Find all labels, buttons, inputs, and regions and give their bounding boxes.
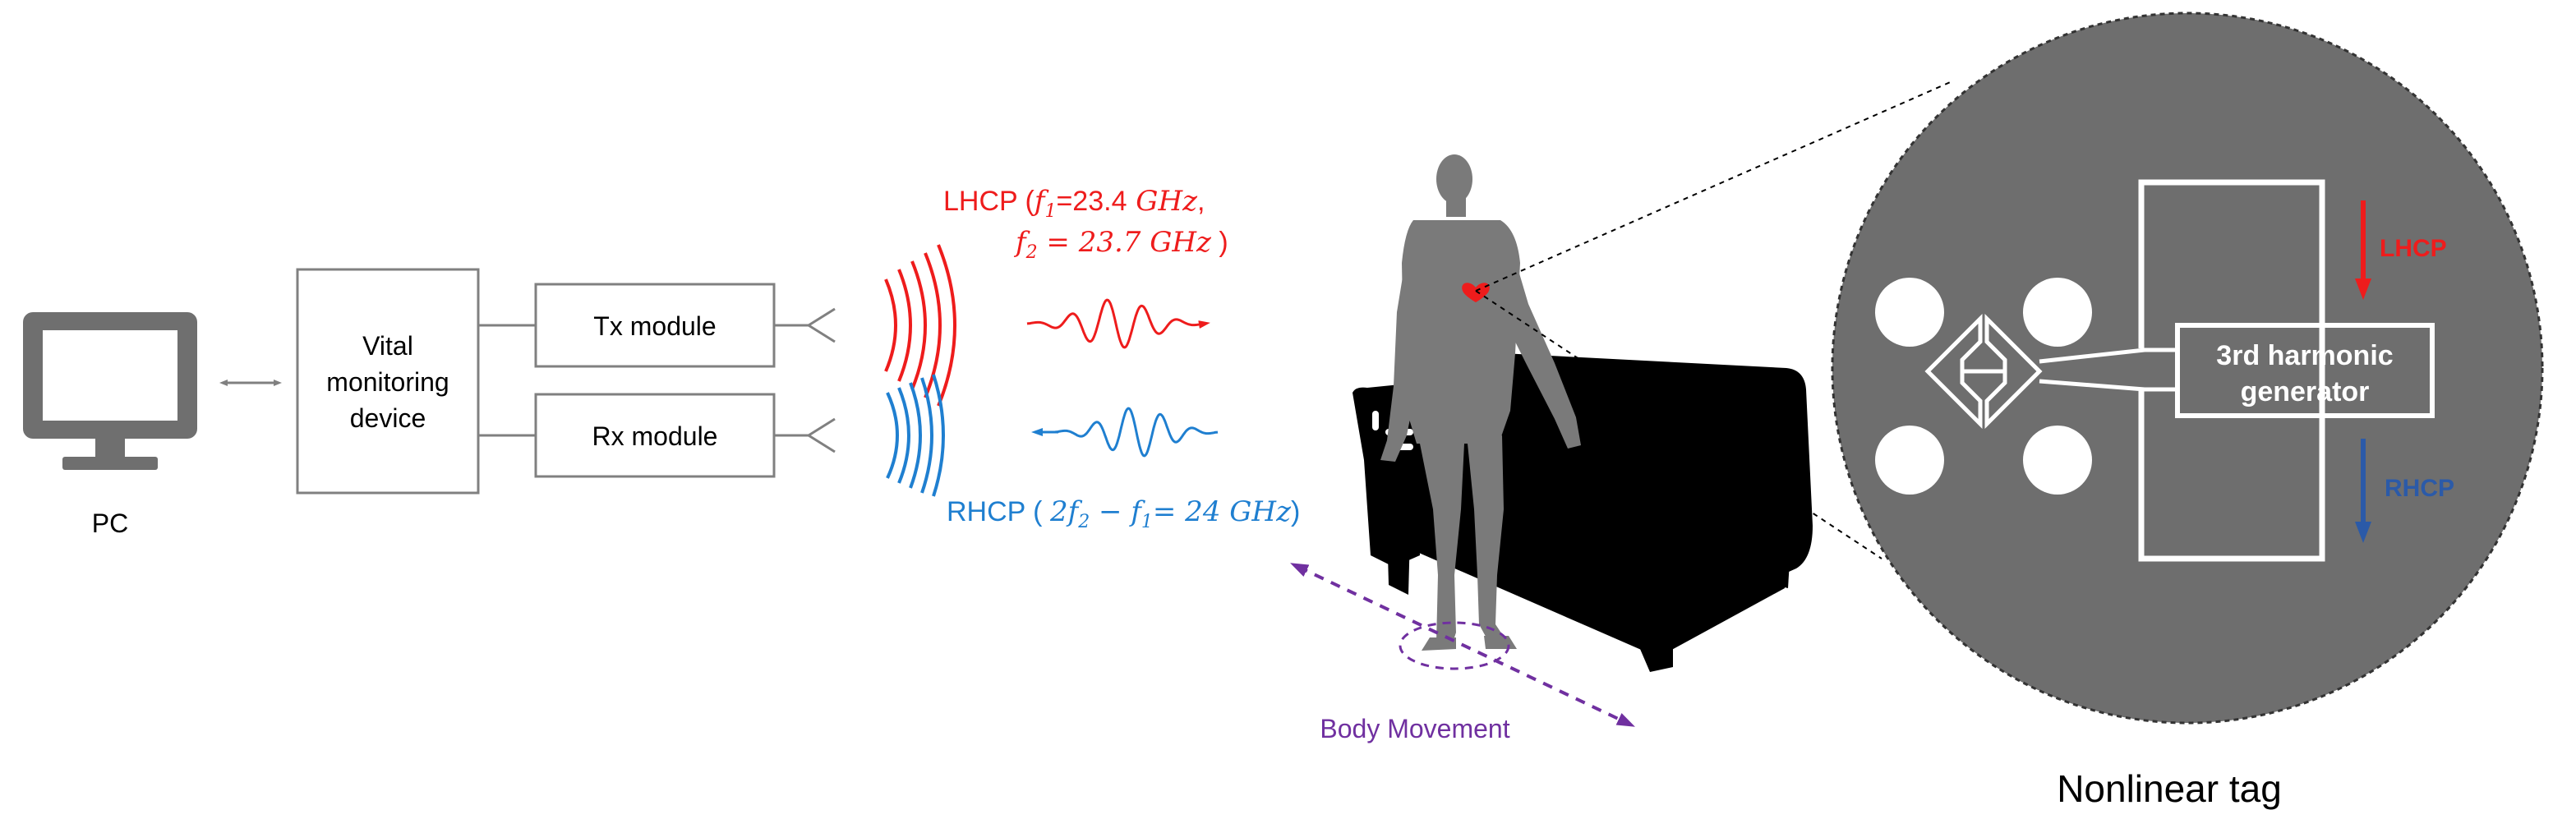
- pc-label: PC: [92, 509, 128, 538]
- rx-module-label: Rx module: [592, 421, 718, 451]
- tag-feed-lines: [2039, 347, 2179, 392]
- heart-icon: [1462, 283, 1490, 302]
- body-movement-label: Body Movement: [1320, 714, 1509, 743]
- rhcp-formula: RHCP ( 2f2 − f1= 24 GHz): [947, 495, 1300, 532]
- tx-antenna-icon: [774, 307, 836, 343]
- rx-module-box: [534, 393, 776, 478]
- third-harmonic-generator-box: [2175, 323, 2435, 418]
- device-label-line3: device: [350, 403, 426, 433]
- tag-rhcp-label: RHCP: [2385, 475, 2454, 502]
- vital-monitoring-device-box: [296, 268, 480, 495]
- body-movement-arrow: [1290, 563, 1635, 727]
- lhcp-formula-line1: LHCP (f1=23.4 GHz,: [943, 185, 1205, 222]
- lhcp-formula-line2: f2 = 23.7 GHz ): [1013, 226, 1228, 263]
- rhcp-wave-packet: [1054, 407, 1219, 458]
- tx-module-box: [534, 283, 776, 368]
- device-label-line1: Vital: [362, 331, 413, 361]
- lhcp-wave-packet: [1026, 298, 1210, 349]
- tag-patch-pads: [1875, 278, 2092, 495]
- device-label-line2: monitoring: [326, 367, 449, 397]
- rx-radiation-arcs: [886, 374, 945, 497]
- tx-module-label: Tx module: [593, 311, 716, 341]
- nonlinear-tag-zoom-circle: 3rd harmonic generator LHCP RHCP: [1831, 12, 2544, 725]
- pc-monitor-icon: [23, 312, 197, 470]
- tx-radiation-arcs: [884, 244, 956, 407]
- tag-loop-trace: [2138, 179, 2325, 562]
- zoom-line-top: [1475, 80, 1955, 292]
- generator-label-line1: 3rd harmonic: [2216, 340, 2393, 371]
- tag-cross-feed: [1924, 313, 2043, 430]
- generator-label-line2: generator: [2241, 376, 2370, 407]
- zoom-line-bottom: [1475, 290, 1882, 559]
- nonlinear-tag-caption: Nonlinear tag: [2057, 767, 2282, 810]
- tag-lhcp-label: LHCP: [2380, 235, 2447, 262]
- rx-antenna-icon: [774, 417, 836, 453]
